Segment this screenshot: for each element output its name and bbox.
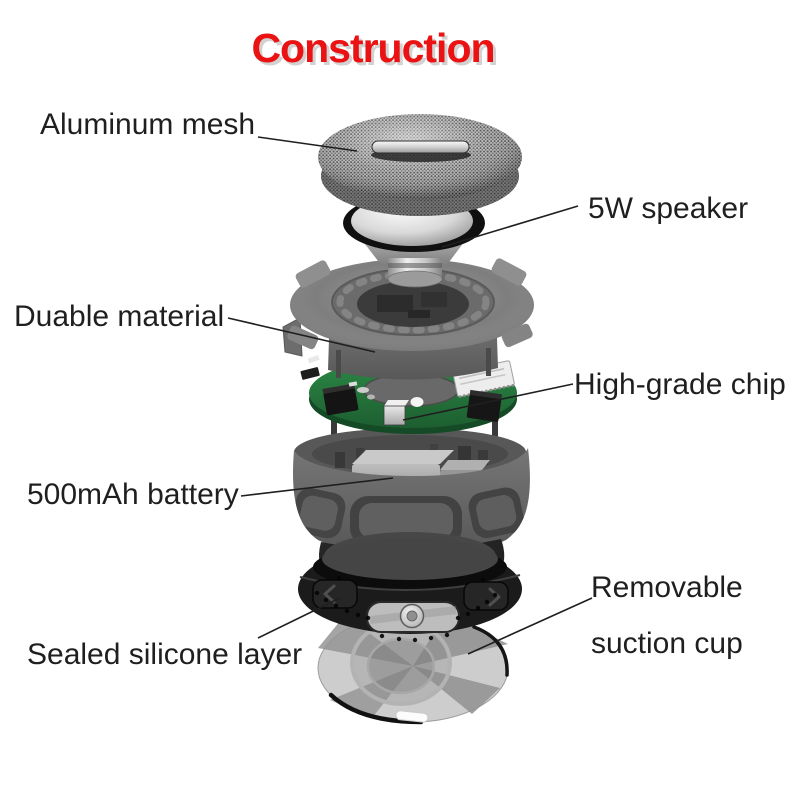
silicone-ring-part (298, 538, 522, 643)
label-speaker: 5W speaker (588, 192, 749, 225)
label-durable-material: Duable material (14, 300, 225, 333)
housing-part (282, 258, 534, 380)
page-title: Construction (251, 25, 495, 71)
label-silicone: Sealed silicone layer (27, 638, 303, 671)
leader-lines (227, 136, 593, 655)
label-suction-cup: Removable suction cup (591, 570, 743, 662)
side-pad-right (463, 581, 509, 611)
label-suction-line2: suction cup (591, 627, 743, 660)
label-aluminum-mesh: Aluminum mesh (40, 108, 256, 141)
label-suction-line1: Removable (591, 571, 743, 604)
component-left (322, 383, 359, 416)
mesh-part (318, 114, 522, 216)
leader-chip (402, 383, 574, 421)
chip-part (383, 400, 409, 426)
perforation-dots (314, 575, 498, 643)
label-chip: High-grade chip (574, 368, 786, 401)
label-battery: 500mAh battery (27, 478, 239, 511)
leader-suction-cup (467, 597, 593, 655)
leader-silicone (257, 597, 341, 639)
leader-battery (240, 477, 394, 497)
leader-speaker (441, 205, 579, 248)
suction-cup-part (317, 613, 509, 725)
chevron-right-icon (488, 587, 501, 607)
chevron-left-icon (323, 584, 336, 604)
leader-aluminum-mesh (257, 136, 358, 152)
side-pad-left (312, 579, 358, 609)
leader-durable-material (227, 317, 376, 353)
